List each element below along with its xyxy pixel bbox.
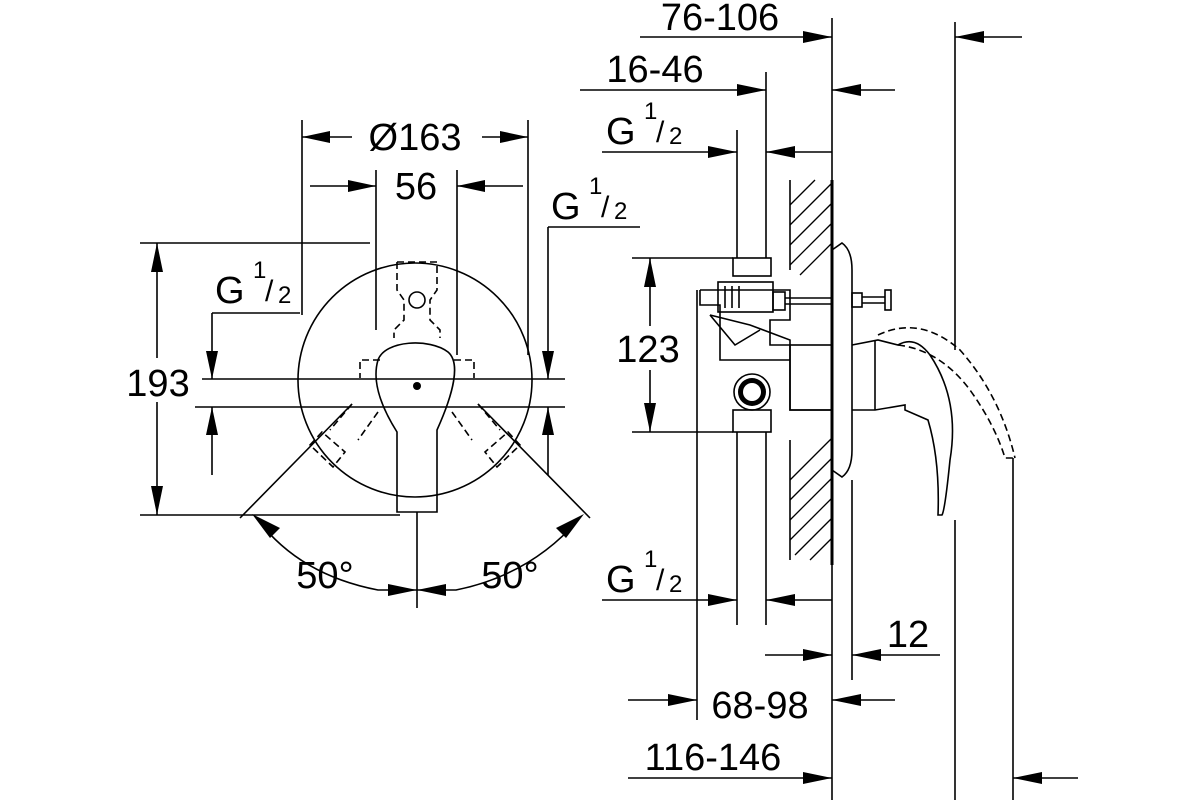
depth-total-label: 116-146 xyxy=(645,737,782,779)
svg-text:1: 1 xyxy=(589,173,602,200)
svg-text:G: G xyxy=(606,559,636,601)
front-view: 193 Ø163 56 G 1 / 2 xyxy=(112,116,640,608)
wall-hatch-bottom xyxy=(789,437,833,561)
height-label: 193 xyxy=(126,363,189,405)
svg-text:1: 1 xyxy=(644,98,657,125)
valve-body xyxy=(699,257,892,433)
side-view: 123 G 1 / 2 G 1 / 2 xyxy=(580,0,1078,800)
depth-min-label: 68-98 xyxy=(711,685,808,727)
rosette-depth-label: 12 xyxy=(887,614,929,656)
svg-text:2: 2 xyxy=(669,571,682,598)
thread-top-label: G 1 / 2 xyxy=(606,98,682,153)
svg-text:2: 2 xyxy=(614,198,627,225)
wall-hatch-top xyxy=(789,179,833,276)
svg-text:/: / xyxy=(656,564,665,597)
handle-side-dashed xyxy=(877,327,1016,459)
svg-text:G: G xyxy=(606,111,636,153)
rosette-plate xyxy=(831,242,853,478)
center-distance-label: 123 xyxy=(616,329,679,371)
width-label: 56 xyxy=(395,166,437,208)
svg-text:/: / xyxy=(656,116,665,149)
thread-right-label: G 1 / 2 xyxy=(551,173,627,228)
thread-bottom-label: G 1 / 2 xyxy=(606,546,682,601)
mixer-lever xyxy=(375,342,456,513)
rosette-outline xyxy=(297,262,533,498)
angle-right-label: 50° xyxy=(481,555,538,597)
svg-text:2: 2 xyxy=(669,123,682,150)
diameter-label: Ø163 xyxy=(369,117,462,159)
angle-left-label: 50° xyxy=(296,555,353,597)
cartridge-top-dashed xyxy=(393,261,441,338)
thread-left-label: G 1 / 2 xyxy=(215,257,291,312)
lever-indicator xyxy=(413,382,421,390)
svg-text:/: / xyxy=(601,191,610,224)
cartridge-screw xyxy=(408,291,426,309)
svg-text:/: / xyxy=(265,275,274,308)
svg-text:2: 2 xyxy=(278,282,291,309)
wall-offset-label: 16-46 xyxy=(606,49,703,91)
svg-text:G: G xyxy=(551,186,581,228)
handle-side xyxy=(851,339,954,516)
svg-text:1: 1 xyxy=(253,257,266,284)
cartridge-arms-dashed xyxy=(359,359,475,378)
svg-text:G: G xyxy=(215,270,245,312)
projection-top-label: 76-106 xyxy=(661,0,779,39)
svg-text:1: 1 xyxy=(644,546,657,573)
